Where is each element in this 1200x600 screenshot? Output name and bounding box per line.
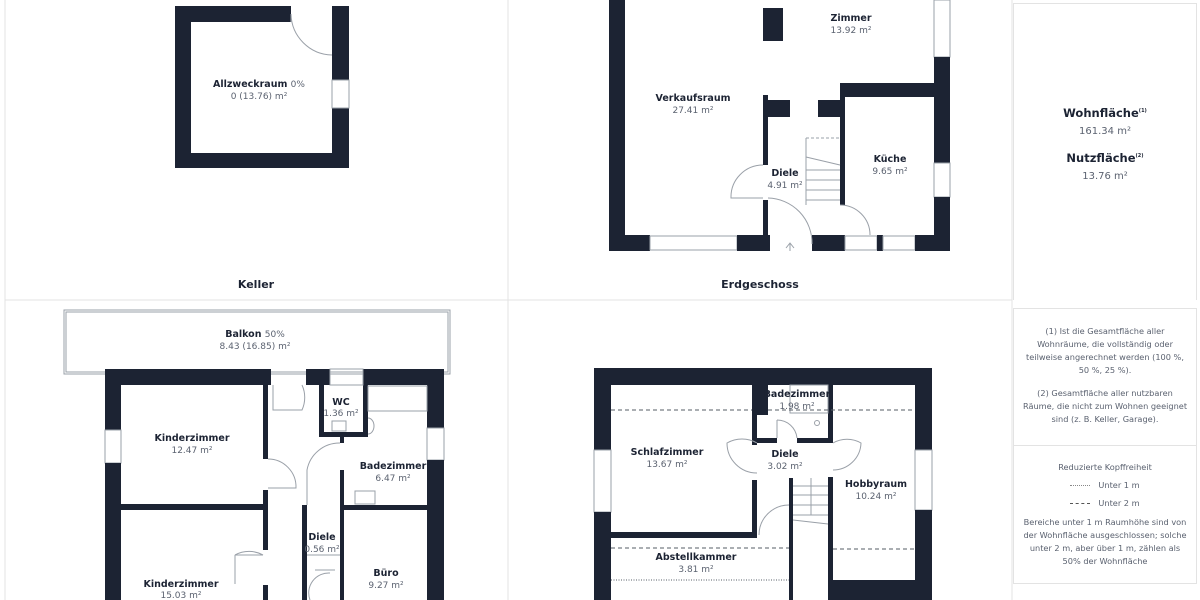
wohnflaeche-value: 161.34 m² [1079, 126, 1131, 137]
room-area: 3.81 m² [678, 565, 714, 575]
dashed-line-icon [1070, 503, 1091, 504]
room-name: Verkaufsraum [656, 93, 731, 104]
room-name: Diele [308, 532, 335, 543]
nutzflaeche-value: 13.76 m² [1082, 171, 1128, 182]
room-name: Kinderzimmer [154, 433, 229, 444]
floor-erdgeschoss: Zimmer 13.92 m² Verkaufsraum 27.41 m² Di… [609, 0, 951, 291]
area-summary: Wohnfläche(1) 161.34 m² Nutzfläche(2) 13… [1013, 3, 1197, 300]
room-area: 13.92 m² [830, 26, 871, 36]
floor-label-keller: Keller [238, 278, 275, 291]
room-area: 0 (13.76) m² [231, 92, 288, 102]
room-area: 12.47 m² [171, 446, 212, 456]
footnotes: (1) Ist die Gesamtfläche aller Wohnräume… [1013, 308, 1197, 446]
floor-obergeschoss: Balkon 50% 8.43 (16.85) m² WC 1.36 m² Ki… [63, 309, 451, 600]
footnote-2: (2) Gesamtfläche aller nutzbaren Räume, … [1022, 388, 1188, 424]
legend-text: Bereiche unter 1 m Raumhöhe sind von der… [1023, 517, 1187, 566]
room-name: Badezimmer [764, 389, 831, 400]
panel-dividers [4, 0, 1013, 600]
room-name: Küche [874, 154, 907, 165]
room-name: Diele [771, 449, 798, 460]
room-name: WC [332, 397, 349, 408]
room-name: Allzweckraum [213, 79, 287, 90]
room-area: 1.36 m² [323, 409, 359, 419]
svg-text:Balkon 50%: Balkon 50% [225, 329, 285, 340]
room-area: 3.02 m² [767, 462, 803, 472]
room-name: Büro [373, 568, 399, 579]
room-area: 15.03 m² [160, 591, 201, 600]
footnote-1: (1) Ist die Gesamtfläche aller Wohnräume… [1026, 326, 1184, 375]
headroom-legend: Reduzierte Kopffreiheit Unter 1 m Unter … [1013, 445, 1197, 584]
floor-keller: Allzweckraum 0% 0 (13.76) m² Keller [175, 6, 350, 291]
room-name: Balkon [225, 329, 261, 340]
room-area: 6.47 m² [375, 474, 411, 484]
svg-text:Allzweckraum 0%: Allzweckraum 0% [213, 79, 305, 90]
legend-under-1m: Unter 1 m [1014, 479, 1196, 492]
room-area: 9.65 m² [872, 167, 908, 177]
floor-label-erdgeschoss: Erdgeschoss [721, 278, 799, 291]
legend-title: Reduzierte Kopffreiheit [1058, 462, 1152, 472]
room-name: Hobbyraum [845, 479, 907, 490]
room-name: Zimmer [830, 13, 871, 24]
floor-dachgeschoss: Badezimmer 1.98 m² Schlafzimmer 13.67 m²… [593, 368, 933, 600]
room-name: Kinderzimmer [143, 579, 218, 590]
room-name: Badezimmer [360, 461, 427, 472]
room-area: 13.67 m² [646, 460, 687, 470]
room-area: 0.56 m² [304, 545, 340, 555]
room-name: Schlafzimmer [631, 447, 704, 458]
room-area: 9.27 m² [368, 581, 404, 591]
room-area: 10.24 m² [855, 492, 896, 502]
room-area: 4.91 m² [767, 181, 803, 191]
wohnflaeche-label: Wohnfläche(1) [1063, 106, 1147, 120]
room-area: 1.98 m² [779, 402, 815, 412]
room-name: Diele [771, 168, 798, 179]
dotted-line-icon [1070, 485, 1091, 486]
nutzflaeche-label: Nutzfläche(2) [1066, 151, 1144, 165]
legend-under-2m: Unter 2 m [1014, 497, 1196, 510]
room-name: Abstellkammer [656, 552, 737, 563]
room-area: 27.41 m² [672, 106, 713, 116]
room-area: 8.43 (16.85) m² [220, 342, 291, 352]
